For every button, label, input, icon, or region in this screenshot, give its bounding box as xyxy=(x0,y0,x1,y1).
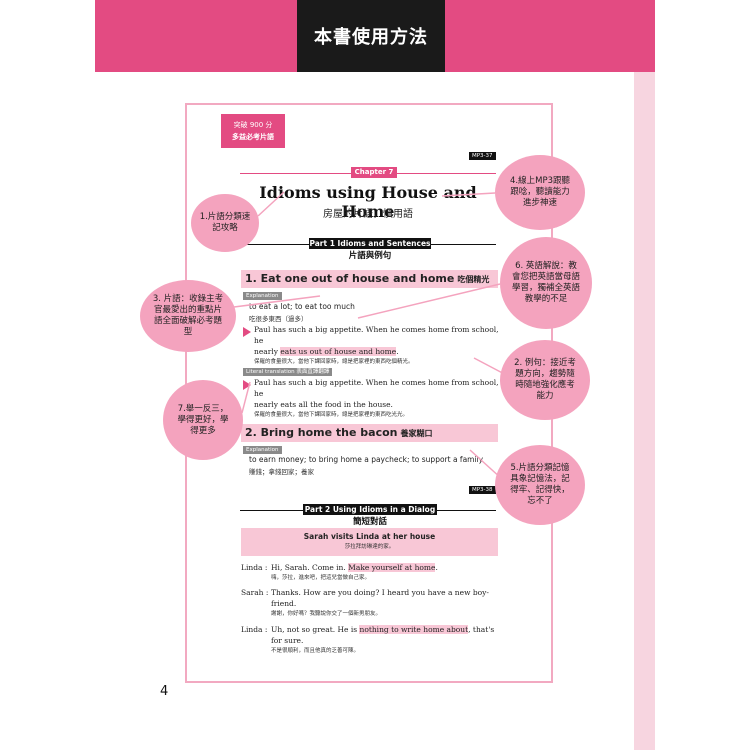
connector-1 xyxy=(257,191,285,217)
dialog-line-zh: 謝謝，你好嗎？我聽說你交了一個新男朋友。 xyxy=(271,611,382,617)
idiom1-title: 1. Eat one out of house and home xyxy=(245,272,455,285)
dialog-text: Hi, Sarah. Come in. xyxy=(271,563,349,572)
callout-bubble-2: 2. 例句：接近考題方向，趨勢隨時隨地強化應考能力 xyxy=(500,340,590,420)
mp3-badge-mid: MP3-38 xyxy=(469,486,496,494)
book-tab-line1: 突破 900 分 xyxy=(233,121,273,129)
idiom1-explanation-zh: 吃很多東西（過多） xyxy=(249,315,308,323)
dialog-speaker: Linda : xyxy=(241,563,268,572)
side-strip xyxy=(634,72,655,750)
dialog-text: Thanks. How are you doing? I heard you h… xyxy=(271,588,489,597)
callout-bubble-3: 3. 片語：收錄主考官最愛出的重點片語全面破解必考題型 xyxy=(140,280,236,352)
callout-bubble-6: 6. 英語解說：教會您把英語當母語學習，獨補全英語教學的不足 xyxy=(500,237,592,329)
part2-bar: Part 2 Using Idioms in a Dialog xyxy=(303,504,437,515)
page-number: 4 xyxy=(160,684,169,699)
chapter-subtitle: 房屋的片語，慣用語 xyxy=(323,209,413,220)
connector-7 xyxy=(241,381,251,414)
idiom1-literal: Paul has such a big appetite. When he co… xyxy=(254,377,500,421)
idiom1-explanation: to eat a lot; to eat too much xyxy=(249,302,355,311)
idiom1-example-zh: 保羅的食量很大，當他下課回家時，總是把家裡的東西吃個精光。 xyxy=(254,359,414,365)
example-highlight: eats us out of house and home xyxy=(280,347,397,356)
literal-arrow-icon xyxy=(243,380,251,390)
page-title: 本書使用方法 xyxy=(297,0,445,72)
example-arrow-icon xyxy=(243,327,251,337)
connector-3 xyxy=(233,295,321,308)
dialog-line-zh: 不是很順利，而且他真的乏善可陳。 xyxy=(271,648,360,654)
connector-4 xyxy=(441,192,496,197)
dialog-highlight: Make yourself at home xyxy=(348,563,436,572)
dialog-line-3: Linda :Uh, not so great. He is nothing t… xyxy=(241,624,503,657)
part2-subtitle: 簡短對話 xyxy=(352,517,387,527)
dialog-text-cont: for sure. xyxy=(271,636,304,645)
dialog-highlight: nothing to write home about xyxy=(359,625,469,634)
dialog-text-end: , that's xyxy=(468,625,495,634)
part1-bar: Part 1 Idioms and Sentences xyxy=(309,238,431,249)
chapter-badge: Chapter 7 xyxy=(351,167,397,178)
idiom1-example-line2: nearly eats us out of house and home. xyxy=(254,346,500,357)
idiom2-title: 2. Bring home the bacon xyxy=(245,426,398,439)
book-tab: 突破 900 分 多益必考片語 xyxy=(221,114,285,148)
idiom2-explanation: to earn money; to bring home a paycheck;… xyxy=(249,455,484,464)
dialog-title: Sarah visits Linda at her house xyxy=(303,532,436,541)
idiom2-title-zh: 養家糊口 xyxy=(400,429,433,438)
dialog-text: Uh, not so great. He is xyxy=(271,625,360,634)
example-text-end: . xyxy=(396,347,399,356)
connector-6 xyxy=(357,283,501,319)
explanation-tag: Explanation xyxy=(243,292,282,300)
part1-subtitle: 片語與例句 xyxy=(348,251,392,261)
mp3-badge-top: MP3-37 xyxy=(469,152,496,160)
idiom1-title-zh: 吃個精光 xyxy=(457,275,490,284)
dialog-text-end: . xyxy=(435,563,438,572)
dialog-line-zh: 嗨，莎拉，進來吧，把這兒當做自己家。 xyxy=(271,575,371,581)
callout-bubble-1: 1.片語分類速記攻略 xyxy=(191,194,259,252)
callout-bubble-7: 7.舉一反三，學得更好，學得更多 xyxy=(163,380,243,460)
dialog-title-box: Sarah visits Linda at her house 莎拉拜訪琳達的家… xyxy=(241,528,498,556)
dialog-speaker: Sarah : xyxy=(241,588,269,597)
example-text: nearly xyxy=(254,347,281,356)
dialog-line-1: Linda :Hi, Sarah. Come in. Make yourself… xyxy=(241,562,503,584)
idiom1-literal-zh: 保羅的食量很大，當他下課回家時，總是把家裡的東西吃光光。 xyxy=(254,412,409,418)
dialog-title-zh: 莎拉拜訪琳達的家。 xyxy=(344,544,395,550)
callout-bubble-4: 4.線上MP3跟聽跟唸，聽讀能力進步神速 xyxy=(495,155,585,230)
dialog-line-2: Sarah :Thanks. How are you doing? I hear… xyxy=(241,587,503,620)
idiom1-literal-line2: nearly eats all the food in the house. xyxy=(254,400,393,409)
dialog-speaker: Linda : xyxy=(241,625,268,634)
literal-translation-tag: Literal translation 表面直譯翻譯 xyxy=(243,368,333,376)
dialog-text-cont: friend. xyxy=(271,599,297,608)
explanation-tag-2: Explanation xyxy=(243,446,282,454)
idiom1-example: Paul has such a big appetite. When he co… xyxy=(254,324,500,368)
idiom1-example-line1: Paul has such a big appetite. When he co… xyxy=(254,325,499,345)
book-tab-line2: 多益必考片語 xyxy=(232,133,274,141)
idiom1-literal-line1: Paul has such a big appetite. When he co… xyxy=(254,378,499,398)
chapter-title: Idioms using House and Home xyxy=(259,183,477,221)
callout-bubble-5: 5.片語分類記憶具象記憶法，記得牢、記得快，忘不了 xyxy=(495,445,585,525)
idiom2-explanation-zh: 賺錢；拿錢回家；養家 xyxy=(249,468,314,476)
